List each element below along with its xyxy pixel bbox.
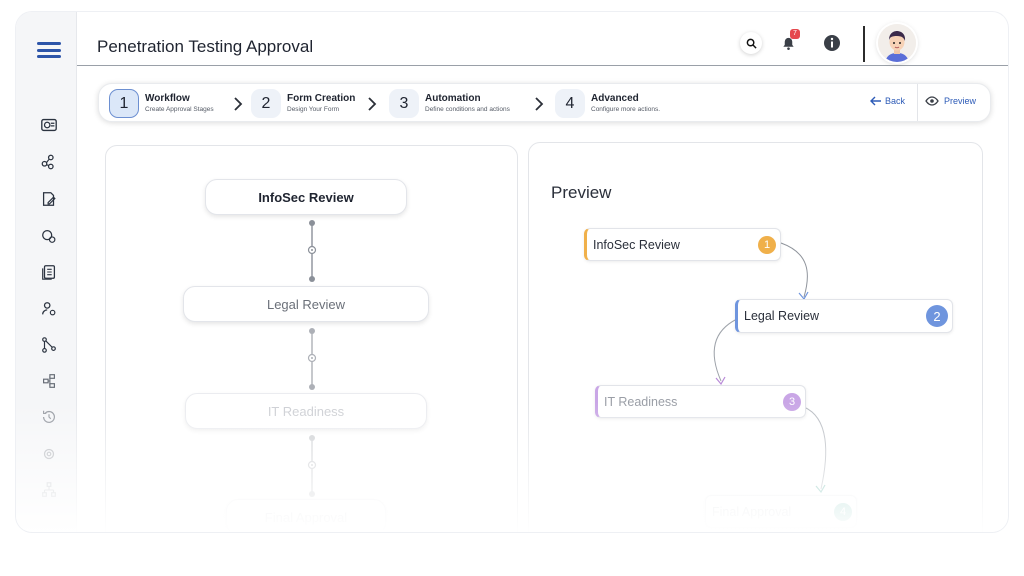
- back-button[interactable]: Back: [870, 96, 905, 106]
- preview-item-label: IT Readiness: [604, 394, 678, 409]
- preview-title: Preview: [551, 183, 612, 202]
- step-form-creation[interactable]: 2 Form Creation Design Your Form: [251, 89, 355, 118]
- step-workflow[interactable]: 1 Workflow Create Approval Stages: [109, 89, 214, 118]
- info-icon[interactable]: [821, 32, 843, 54]
- step-title: Workflow: [145, 93, 190, 104]
- preview-item-number: 1: [758, 236, 776, 254]
- step-advanced[interactable]: 4 Advanced Configure more actions.: [555, 89, 660, 118]
- page-title: Penetration Testing Approval: [97, 37, 314, 56]
- stage-label: InfoSec Review: [258, 189, 354, 205]
- preview-button[interactable]: Preview: [925, 96, 976, 106]
- workflow-icon[interactable]: [39, 152, 59, 172]
- network-icon[interactable]: [39, 335, 59, 355]
- stage-label: IT Readiness: [267, 403, 345, 419]
- preview-label: Preview: [944, 96, 977, 106]
- form-edit-icon[interactable]: [39, 189, 59, 209]
- avatar[interactable]: [878, 24, 916, 62]
- step-navigation: 1 Workflow Create Approval Stages 2 Form…: [98, 83, 991, 122]
- stage-card-it-readiness[interactable]: IT Readiness: [185, 393, 427, 429]
- step-number: 4: [555, 89, 585, 118]
- eye-icon: [925, 96, 939, 106]
- header-divider: [863, 26, 865, 62]
- tools-icon[interactable]: [39, 444, 59, 464]
- preview-item-number: 2: [926, 305, 948, 327]
- step-number: 1: [109, 89, 139, 118]
- stage-connector: [307, 328, 317, 390]
- notification-badge: 7: [790, 29, 800, 39]
- stage-connector: [307, 435, 317, 497]
- preview-item-final-approval[interactable]: Final Approval 4: [705, 495, 857, 528]
- step-automation[interactable]: 3 Automation Define conditions and actio…: [389, 89, 510, 118]
- stage-card-infosec[interactable]: InfoSec Review: [205, 179, 407, 215]
- app-header: Penetration Testing Approval 7: [77, 12, 1008, 66]
- preview-item-legal[interactable]: Legal Review 2: [735, 299, 953, 333]
- step-title: Form Creation: [287, 93, 356, 104]
- step-subtitle: Define conditions and actions: [425, 106, 510, 113]
- chevron-right-icon: [234, 97, 243, 111]
- stage-card-legal[interactable]: Legal Review: [183, 286, 429, 322]
- preview-item-label: Legal Review: [744, 309, 820, 323]
- step-title: Automation: [425, 93, 481, 104]
- app-window: Penetration Testing Approval 7: [16, 12, 1008, 532]
- step-title: Advanced: [591, 93, 639, 104]
- preview-item-label: Final Approval: [712, 504, 792, 519]
- sidebar: [16, 12, 77, 532]
- preview-item-number: 4: [834, 503, 852, 521]
- documents-icon[interactable]: [39, 262, 59, 282]
- stage-label: Final Approval: [264, 509, 348, 525]
- preview-item-infosec[interactable]: InfoSec Review 1: [584, 228, 781, 261]
- stepper-divider: [917, 84, 918, 121]
- workflow-panel: InfoSec Review Legal Review IT Readiness…: [105, 145, 518, 532]
- hierarchy-icon[interactable]: [39, 371, 59, 391]
- preview-flow-arrows: [713, 242, 827, 494]
- chevron-right-icon: [368, 97, 377, 111]
- search-icon[interactable]: [740, 32, 762, 54]
- preview-panel: Preview InfoSec Review 1 Legal Review 2 …: [528, 142, 983, 532]
- back-label: Back: [885, 96, 906, 106]
- stage-label: Legal Review: [266, 296, 346, 312]
- bell-icon[interactable]: 7: [777, 29, 800, 54]
- arrow-left-icon: [870, 96, 881, 106]
- preview-item-label: InfoSec Review: [593, 237, 680, 252]
- step-subtitle: Design Your Form: [287, 106, 340, 113]
- step-number: 3: [389, 89, 419, 118]
- preview-item-it-readiness[interactable]: IT Readiness 3: [595, 385, 806, 418]
- dashboard-icon[interactable]: [39, 115, 59, 135]
- org-chart-icon[interactable]: [39, 480, 59, 500]
- settings-gear-icon[interactable]: [39, 226, 59, 246]
- step-number: 2: [251, 89, 281, 118]
- preview-item-number: 3: [783, 393, 801, 411]
- step-subtitle: Create Approval Stages: [145, 106, 214, 113]
- stage-connector: [307, 220, 317, 282]
- stage-card-final-approval[interactable]: Final Approval: [226, 499, 386, 532]
- menu-icon[interactable]: [37, 42, 61, 58]
- step-subtitle: Configure more actions.: [591, 106, 661, 113]
- user-settings-icon[interactable]: [39, 299, 59, 319]
- history-icon[interactable]: [39, 407, 59, 427]
- chevron-right-icon: [535, 97, 544, 111]
